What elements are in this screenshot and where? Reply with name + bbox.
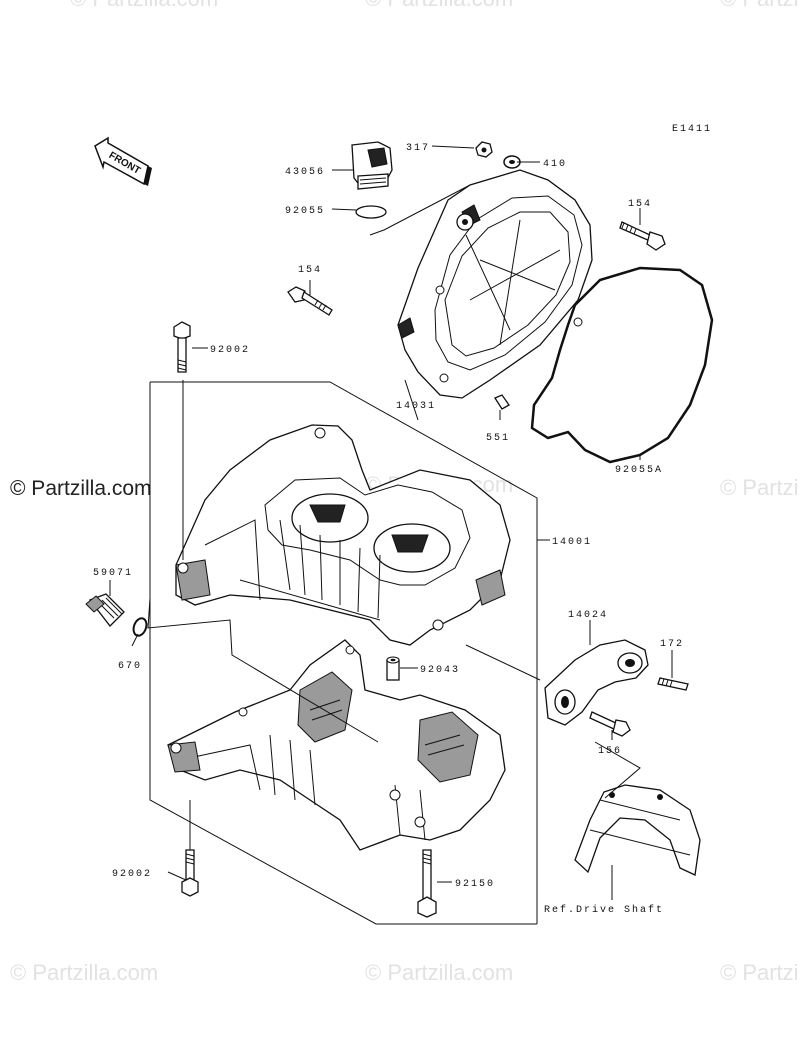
o-ring <box>355 205 387 219</box>
watermark: © Partzilla.com <box>70 0 218 11</box>
bolt <box>619 221 666 251</box>
stud <box>657 677 689 691</box>
callout-410: 410 <box>543 159 567 170</box>
callout-317: 317 <box>406 143 430 154</box>
callout-14024: 14024 <box>568 610 608 621</box>
upper-crankcase <box>175 424 511 646</box>
diagram-code: E1411 <box>672 124 712 135</box>
nut <box>475 141 493 158</box>
callout-154-top: 154 <box>628 199 652 210</box>
watermark: © Partzilla.com <box>10 960 158 985</box>
gasket <box>530 266 714 464</box>
dowel-sleeve <box>386 656 400 681</box>
watermark: © Partzilla.com <box>720 0 800 11</box>
ref-note: Ref.Drive Shaft <box>544 904 664 916</box>
o-ring-small <box>132 617 148 637</box>
lower-crankcase <box>167 639 506 851</box>
long-bolt <box>173 321 191 373</box>
drain-plug <box>85 593 125 627</box>
watermark: © Partzilla.com <box>365 0 513 11</box>
callout-551: 551 <box>486 433 510 444</box>
leader-lines <box>109 145 673 925</box>
bearing-bracket <box>544 639 649 726</box>
watermark-main: © Partzilla.com <box>10 477 152 500</box>
callout-92055: 92055 <box>285 206 325 217</box>
drive-shaft-guard <box>574 784 701 876</box>
callout-14001: 14001 <box>552 537 592 548</box>
callout-92002-bottom: 92002 <box>112 869 152 880</box>
cover-housing <box>397 169 593 399</box>
callout-172: 172 <box>660 639 684 650</box>
watermark: © Partzilla.com <box>720 960 800 985</box>
callout-59071: 59071 <box>93 568 133 579</box>
long-bolt <box>181 849 199 897</box>
long-bolt <box>417 849 437 918</box>
watermark-layer: © Partzilla.com © Partzilla.com © Partzi… <box>10 0 800 985</box>
callout-14031: 14031 <box>396 401 436 412</box>
callout-92055a: 92055A <box>615 465 663 476</box>
callout-92150: 92150 <box>455 879 495 890</box>
watermark: © Partzilla.com <box>720 475 800 500</box>
callout-670: 670 <box>118 661 142 672</box>
callout-154-left: 154 <box>298 265 322 276</box>
bolt <box>589 711 631 737</box>
filler-cap <box>351 141 393 190</box>
dowel-pin <box>494 394 510 410</box>
callout-43056: 43056 <box>285 167 325 178</box>
callout-92002-top: 92002 <box>210 345 250 356</box>
callout-92043: 92043 <box>420 665 460 676</box>
front-arrow-icon: FRONT <box>94 136 152 186</box>
bolt <box>287 286 333 316</box>
watermark: © Partzilla.com <box>365 960 513 985</box>
callout-156: 156 <box>598 746 622 757</box>
callouts: 317 410 43056 92055 154 154 92002 14031 … <box>93 143 684 916</box>
